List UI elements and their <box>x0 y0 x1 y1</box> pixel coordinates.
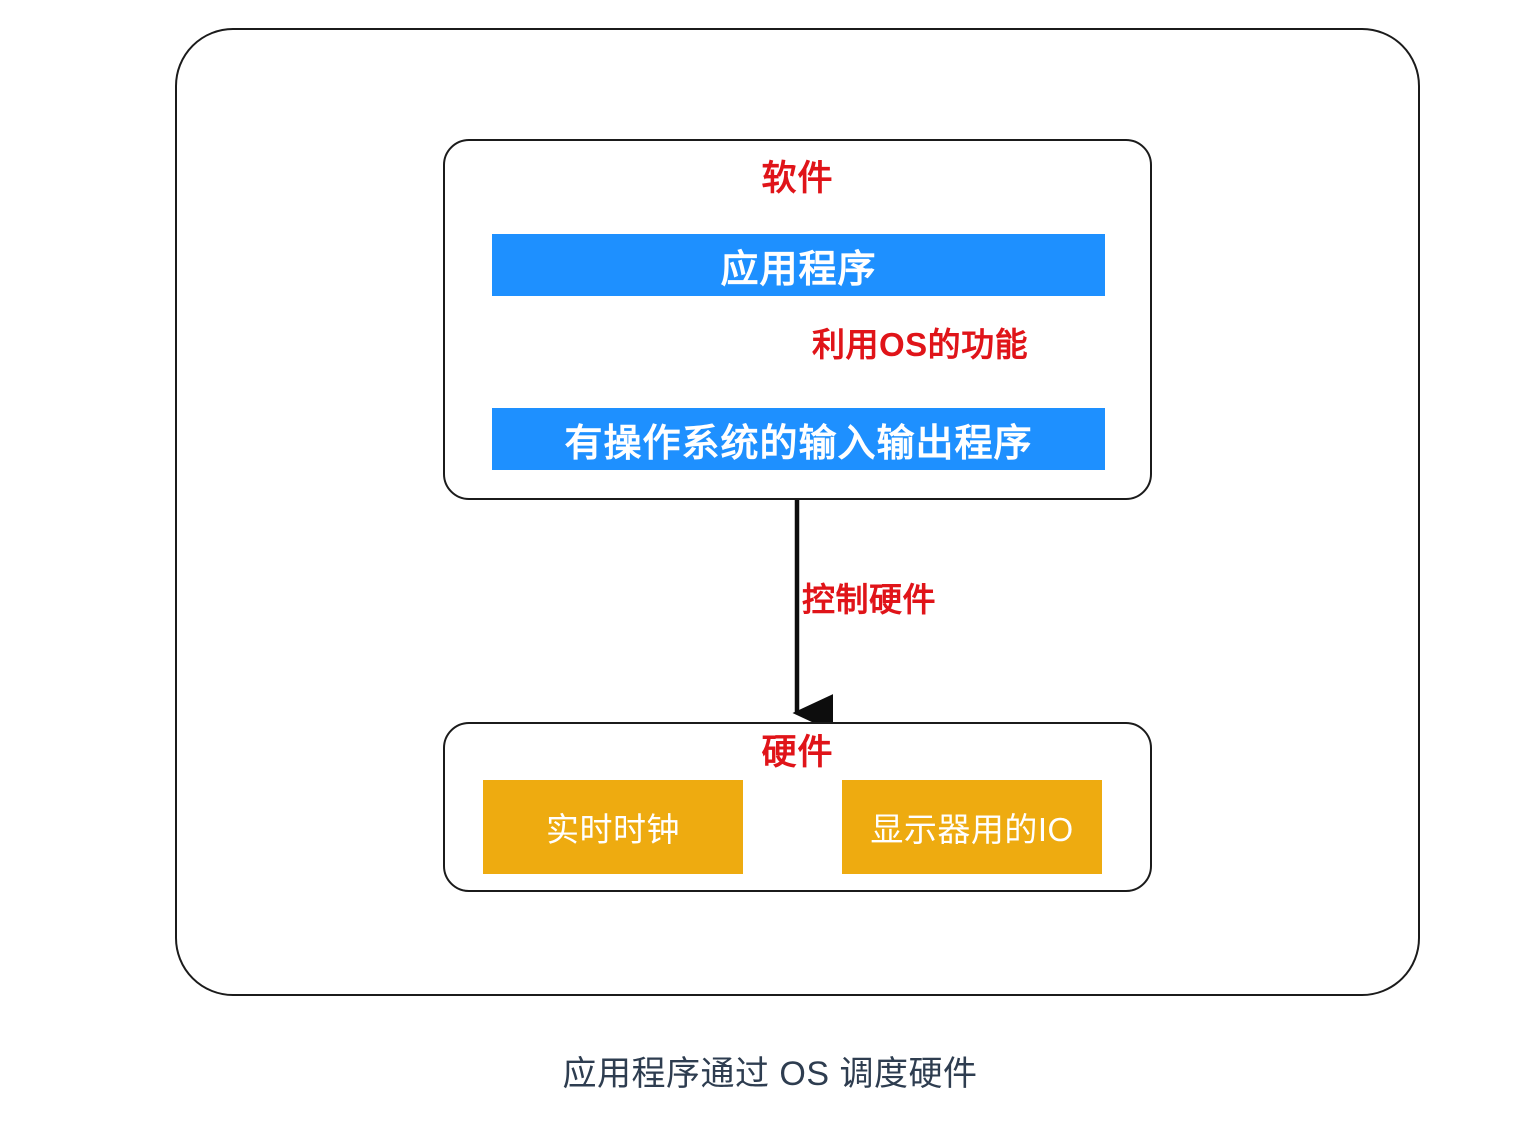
arrow-label-use-os-functions: 利用OS的功能 <box>812 326 1029 363</box>
software-group-title: 软件 <box>761 159 834 198</box>
block-application[interactable]: 应用程序 <box>492 234 1105 296</box>
hardware-group-title: 硬件 <box>761 733 834 772</box>
arrow-label-control-hardware: 控制硬件 <box>802 581 936 618</box>
software-group: 软件 应用程序 有操作系统的输入输出程序 <box>443 139 1152 500</box>
block-os-io-program[interactable]: 有操作系统的输入输出程序 <box>492 408 1105 470</box>
block-realtime-clock[interactable]: 实时时钟 <box>483 780 743 874</box>
figure-caption: 应用程序通过 OS 调度硬件 <box>562 1055 978 1093</box>
outer-container <box>175 28 1420 996</box>
hardware-group: 硬件 实时时钟 显示器用的IO <box>443 722 1152 892</box>
block-display-io[interactable]: 显示器用的IO <box>842 780 1102 874</box>
